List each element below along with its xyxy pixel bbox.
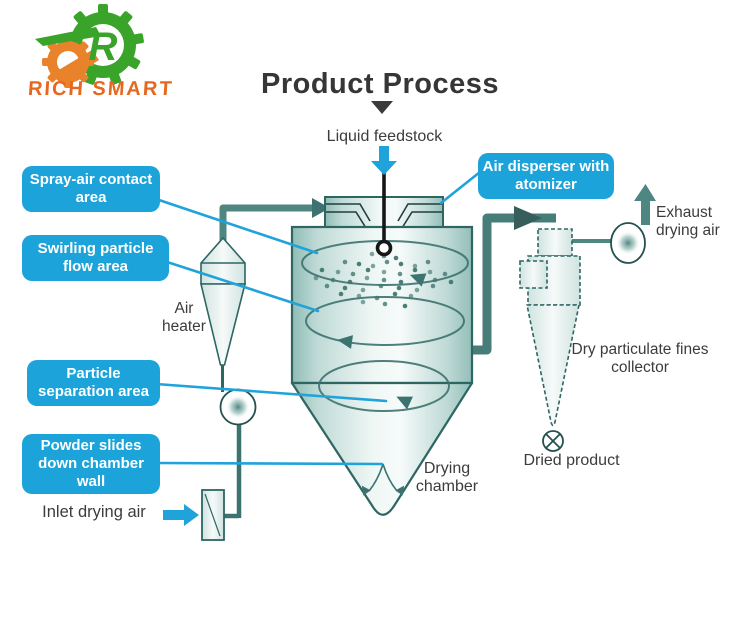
- svg-text:R: R: [89, 25, 118, 69]
- dried-product-outlet-icon: [542, 430, 564, 452]
- callout-particle-separation-area: Particle separation area: [27, 360, 160, 406]
- label-fines-collector: Dry particulate fines collector: [571, 341, 709, 376]
- powder-slide-arrows: [361, 463, 405, 496]
- title-pointer-icon: [371, 101, 393, 114]
- inlet-blower-icon: [219, 388, 257, 426]
- inlet-air-right-arrow: [163, 504, 199, 526]
- label-dried-product: Dried product: [523, 452, 620, 469]
- label-air-heater: Air heater: [162, 300, 206, 335]
- cyclone-collector-vessel: [519, 228, 581, 427]
- exhaust-up-arrow: [634, 184, 656, 225]
- spray-droplets: [313, 251, 454, 309]
- brand-name: RICH SMART: [27, 78, 175, 100]
- inlet-air-filter-icon: [201, 489, 225, 541]
- swirl-flow-arrows: [301, 240, 469, 412]
- callout-powder-slides-down-chamber-wall: Powder slides down chamber wall: [22, 434, 160, 494]
- label-exhaust-drying-air: Exhaust drying air: [656, 204, 720, 239]
- air-heater-vessel: [199, 236, 247, 366]
- feedstock-down-arrow: [371, 146, 397, 175]
- callout-air-disperser-with-atomizer: Air disperser with atomizer: [478, 153, 614, 199]
- callout-lines: [154, 170, 482, 466]
- page-title: Product Process: [261, 68, 499, 100]
- callout-spray-air-contact-area: Spray-air contact area: [22, 166, 160, 212]
- brand-logo-icon: R: [35, 4, 144, 88]
- exhaust-fan-icon: [610, 222, 646, 264]
- feed-pipe-and-nozzle-icon: [375, 167, 393, 257]
- label-drying-chamber: Drying chamber: [415, 460, 479, 496]
- label-liquid-feedstock: Liquid feedstock: [326, 128, 443, 145]
- label-inlet-drying-air: Inlet drying air: [42, 503, 146, 521]
- callout-swirling-particle-flow-area: Swirling particle flow area: [22, 235, 169, 281]
